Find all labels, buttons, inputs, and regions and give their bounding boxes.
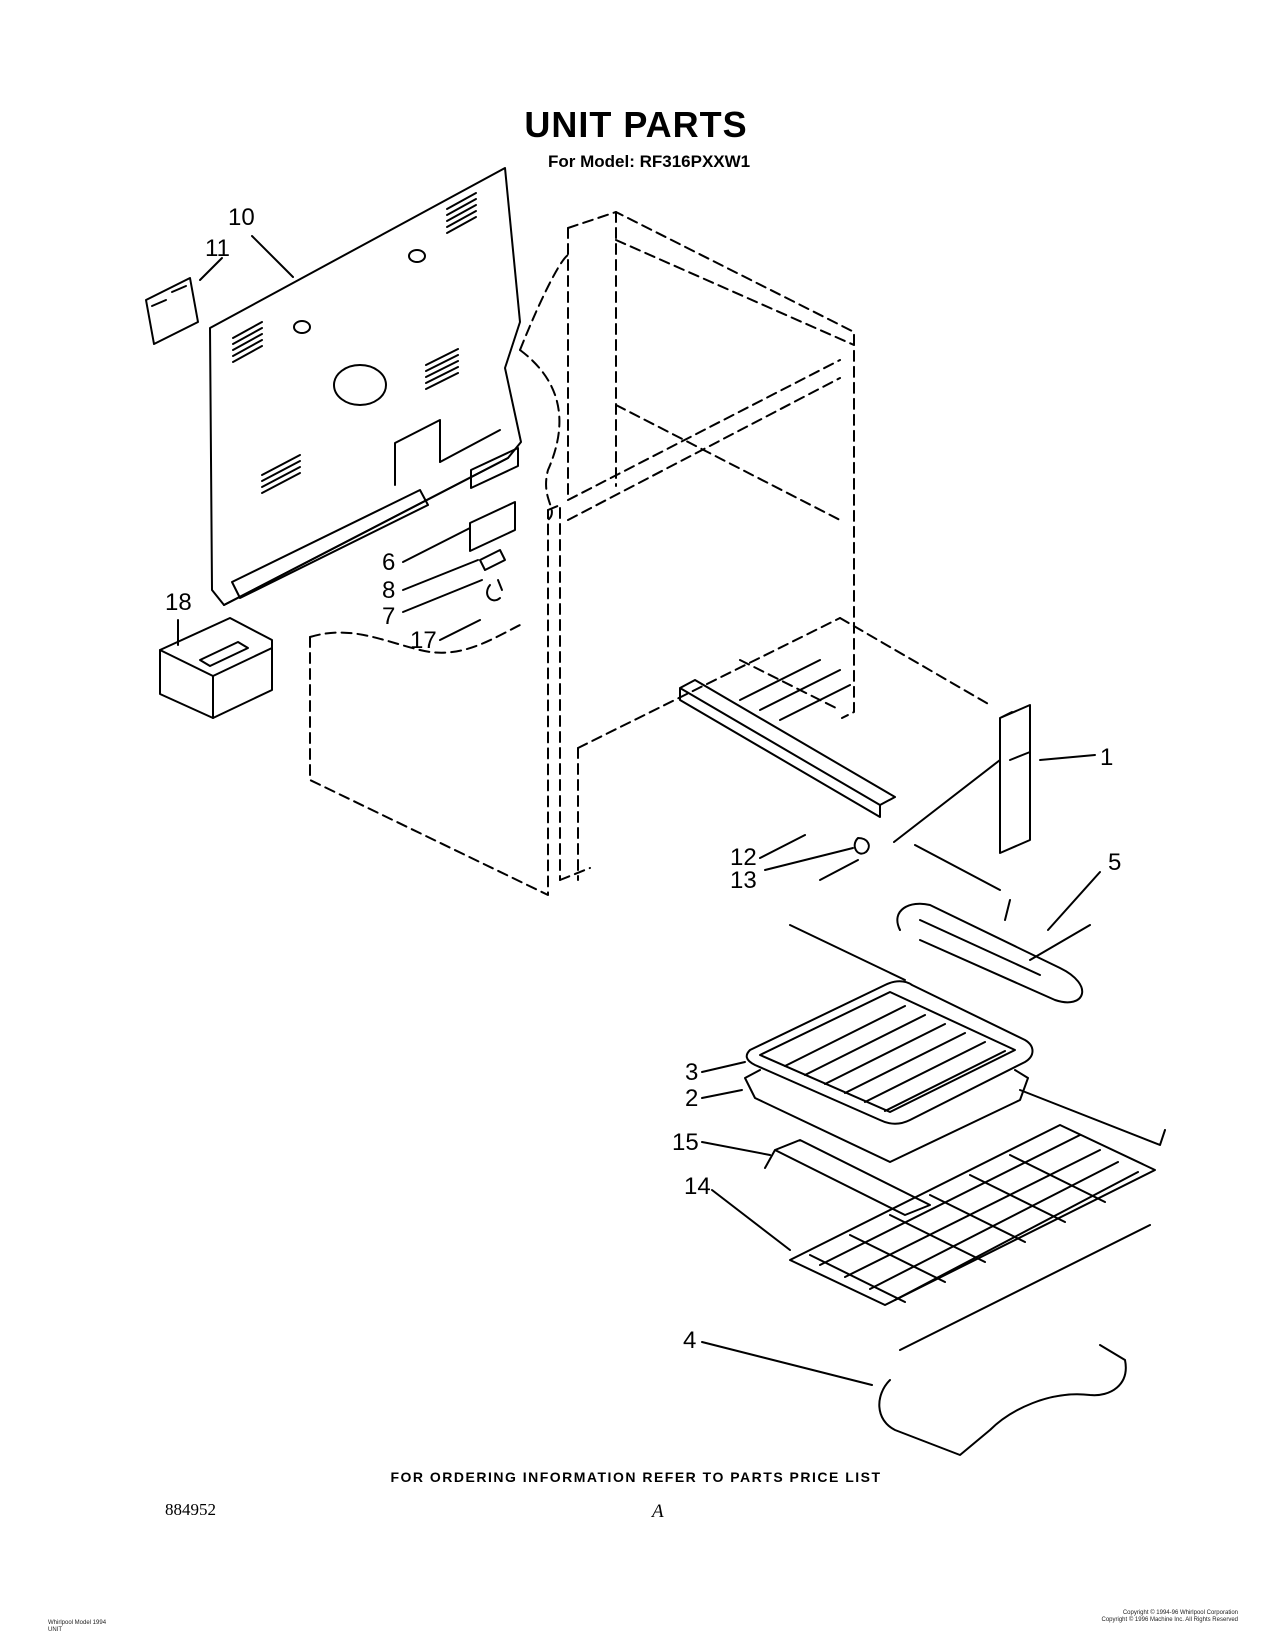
- box-part-18: [159, 617, 273, 719]
- callout-12: 12: [730, 844, 757, 871]
- callout-5: 5: [1108, 849, 1121, 876]
- callout-2: 2: [685, 1085, 698, 1112]
- broiler-pan-part-2: [744, 1069, 1029, 1163]
- document-number: 884952: [165, 1500, 216, 1519]
- bake-element-part-5: [896, 899, 1091, 1004]
- screw-part-13: [853, 837, 870, 855]
- callout-6: 6: [382, 549, 395, 576]
- callout-7: 7: [382, 603, 395, 630]
- callout-3: 3: [685, 1059, 698, 1086]
- broiler-grid-part-3: [745, 980, 1034, 1125]
- bracket-part-1: [999, 704, 1031, 854]
- callout-1: 1: [1100, 744, 1113, 771]
- callout-18: 18: [165, 589, 192, 616]
- callout-10: 10: [228, 204, 255, 231]
- broil-element-part-4: [878, 1344, 1127, 1456]
- ordering-note: FOR ORDERING INFORMATION REFER TO PARTS …: [390, 1469, 882, 1485]
- callout-labels: 10 11 18 6 8 7 17 1 12 13 5 3 2 15 14 4: [165, 204, 1121, 1354]
- model-line: For Model: RF316PXXW1: [548, 152, 751, 171]
- bracket-part-11: [145, 277, 199, 345]
- callout-8: 8: [382, 577, 395, 604]
- fine-print-right: Copyright © 1994-96 Whirlpool Corporatio…: [1101, 1610, 1239, 1623]
- callout-15: 15: [672, 1129, 699, 1156]
- leader-lines: [177, 235, 1101, 1386]
- callout-4: 4: [683, 1327, 696, 1354]
- callout-17: 17: [410, 627, 437, 654]
- callout-11: 11: [205, 235, 230, 262]
- pan-insert-part-15: [764, 1139, 931, 1216]
- terminal-parts: [469, 501, 516, 602]
- cabinet-frame: [309, 211, 991, 896]
- callout-14: 14: [684, 1173, 711, 1200]
- oven-rack-part-14: [789, 1089, 1166, 1351]
- fine-print-left: Whirlpool Model 1994 UNIT: [48, 1620, 107, 1633]
- page-title: UNIT PARTS: [524, 104, 748, 145]
- side-rail-part-12: [679, 679, 896, 818]
- rear-panel: [209, 167, 522, 606]
- page-letter: A: [652, 1501, 664, 1522]
- callout-13: 13: [730, 867, 757, 894]
